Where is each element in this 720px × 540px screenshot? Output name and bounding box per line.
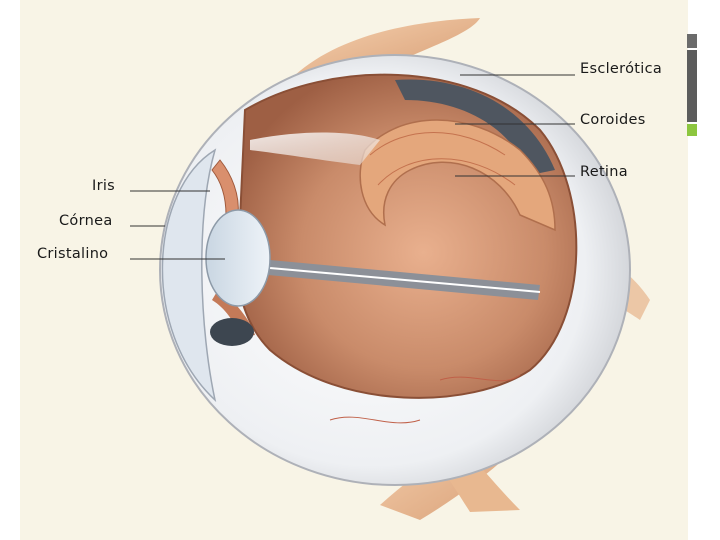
retina-flap-shape bbox=[359, 119, 556, 232]
label-iris: Iris bbox=[92, 178, 116, 194]
lens-shape bbox=[205, 209, 271, 307]
pupil-shadow-shape bbox=[210, 318, 254, 346]
label-retina: Retina bbox=[580, 164, 628, 180]
eyeball-interior-shape bbox=[235, 73, 578, 399]
label-cornea: Córnea bbox=[59, 213, 113, 229]
retina-vessel-2 bbox=[377, 158, 516, 186]
cornea-shape bbox=[161, 148, 217, 403]
vitreous-membrane-upper bbox=[250, 132, 380, 165]
label-esclerotica: Esclerótica bbox=[580, 61, 663, 77]
label-coroides: Coroides bbox=[580, 112, 646, 128]
decorative-dark-bar bbox=[687, 50, 697, 122]
retina-vessel-1 bbox=[369, 132, 506, 156]
choroid-dark-band-shape bbox=[395, 79, 555, 175]
decorative-gray-bar bbox=[687, 34, 697, 48]
sclera-vessels bbox=[329, 374, 521, 424]
label-cristalino: Cristalino bbox=[37, 246, 109, 262]
vitreous-highlight bbox=[269, 267, 541, 293]
decorative-green-bar bbox=[687, 124, 697, 136]
